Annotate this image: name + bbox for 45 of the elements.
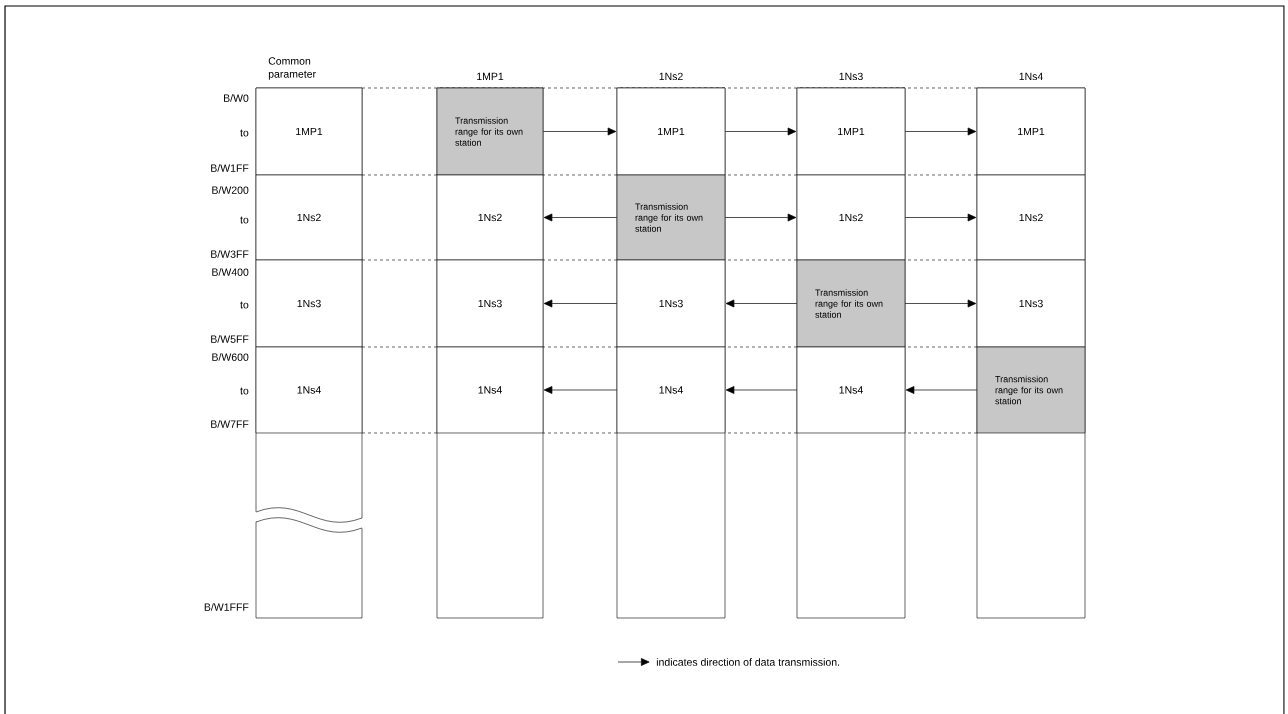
- arrow: [904, 213, 977, 222]
- area-box: 1Ns4: [436, 346, 544, 434]
- area-box: 1Ns3: [255, 259, 363, 348]
- arrow: [543, 386, 618, 394]
- address-label: B/W1FF: [211, 164, 249, 172]
- area-box: 1MP1: [976, 87, 1086, 176]
- node-label: 1Ns3: [839, 72, 863, 81]
- area-box: 1Ns3: [436, 259, 544, 348]
- area-box: 1Ns3: [616, 259, 726, 348]
- area-box: 1Ns4: [255, 346, 363, 434]
- address-label: B/W200: [212, 186, 249, 194]
- area-box: 1Ns3: [976, 259, 1086, 348]
- arrow: [542, 127, 617, 136]
- arrow: [904, 127, 977, 136]
- address-label: B/W5FF: [211, 335, 249, 343]
- area-box: 1Ns2: [976, 174, 1086, 261]
- area-box: 1Ns4: [616, 346, 726, 434]
- address-label: B/W400: [212, 268, 249, 276]
- address-label: B/W3FF: [211, 250, 249, 258]
- area-box: 1Ns2: [255, 174, 363, 261]
- shaded-area-box: Transmission range for its own station: [436, 87, 544, 176]
- address-label: B/W1FFF: [204, 603, 249, 611]
- area-box: 1Ns2: [796, 174, 906, 261]
- node-label: 1Ns2: [659, 72, 683, 81]
- area-box: 1Ns4: [796, 346, 906, 434]
- node-label: 1MP1: [477, 72, 504, 80]
- shaded-area-box: Transmission range for its own station: [976, 346, 1086, 434]
- arrow: [904, 299, 977, 308]
- arrow: [543, 213, 618, 222]
- arrow: [905, 386, 978, 394]
- area-box: 1MP1: [616, 87, 726, 176]
- node-label: Common parameter: [268, 57, 316, 80]
- legend-text: indicates direction of data transmission.: [656, 658, 840, 666]
- shaded-area-box: Transmission range for its own station: [616, 174, 726, 261]
- shaded-area-box: Transmission range for its own station: [796, 259, 906, 348]
- arrow: [543, 299, 618, 308]
- address-label: B/W600: [212, 353, 249, 361]
- node-label: 1Ns4: [1019, 72, 1043, 81]
- area-box: 1Ns2: [436, 174, 544, 261]
- area-box: 1MP1: [255, 87, 363, 176]
- arrow: [724, 127, 797, 136]
- arrow: [725, 386, 798, 394]
- arrow: [724, 213, 797, 222]
- arrow: [725, 299, 798, 308]
- area-box: 1MP1: [796, 87, 906, 176]
